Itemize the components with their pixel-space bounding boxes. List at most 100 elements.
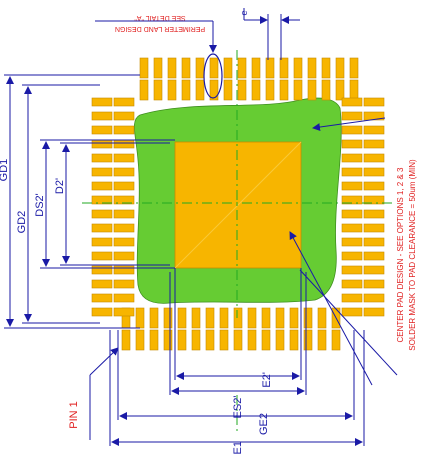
- left-pad: [91, 181, 113, 191]
- top-pad: [321, 57, 331, 79]
- bottom-pad: [191, 329, 201, 351]
- right-pad: [363, 97, 385, 107]
- top-pad-inner: [139, 79, 149, 101]
- top-pad: [307, 57, 317, 79]
- bottom-pad-inner: [135, 307, 145, 329]
- left-pad: [91, 139, 113, 149]
- right-pad-inner: [341, 223, 363, 233]
- right-pad: [363, 139, 385, 149]
- top-pad-inner: [251, 79, 261, 101]
- d2-label: D2': [54, 178, 66, 194]
- right-pad-inner: [341, 167, 363, 177]
- bottom-pad: [135, 329, 145, 351]
- top-pad: [293, 57, 303, 79]
- top-pad: [335, 57, 345, 79]
- perimeter-note-line2: SEE DETAIL "A": [134, 14, 186, 21]
- bottom-pad: [261, 329, 271, 351]
- center-pad-diagonal: [174, 141, 302, 269]
- right-pad: [363, 223, 385, 233]
- solder-mask-leader-top: [312, 117, 386, 131]
- left-pad-inner: [113, 181, 135, 191]
- bottom-pad: [247, 329, 257, 351]
- top-pad-inner: [195, 79, 205, 101]
- top-pad-inner: [167, 79, 177, 101]
- bottom-pad: [275, 329, 285, 351]
- left-pad-inner: [113, 209, 135, 219]
- left-pad-inner: [113, 223, 135, 233]
- right-pad: [363, 237, 385, 247]
- right-pad: [363, 293, 385, 303]
- ds2-label: DS2': [34, 193, 46, 217]
- right-pad: [363, 167, 385, 177]
- bottom-pad-inner: [191, 307, 201, 329]
- left-pad-inner: [113, 307, 135, 317]
- solder-mask-leader-long: [299, 269, 398, 376]
- left-pad: [91, 97, 113, 107]
- center-pad-note-line1: CENTER PAD DESIGN - SEE OPTIONS 1, 2 & 3: [396, 167, 405, 343]
- left-pad: [91, 223, 113, 233]
- pin1-label: PIN 1: [68, 401, 80, 429]
- right-pad: [363, 195, 385, 205]
- top-pad: [279, 57, 289, 79]
- top-pad-inner: [181, 79, 191, 101]
- right-pad-inner: [341, 209, 363, 219]
- top-pad-inner: [153, 79, 163, 101]
- perimeter-note-line1: PERIMETER LAND DESIGN: [115, 25, 205, 32]
- right-pad-column: [341, 97, 385, 317]
- top-pad-row: [139, 57, 359, 101]
- left-pad: [91, 153, 113, 163]
- right-pad-inner: [341, 293, 363, 303]
- right-pad-inner: [341, 307, 363, 317]
- left-pad: [91, 265, 113, 275]
- left-pad-inner: [113, 195, 135, 205]
- right-pad-inner: [341, 195, 363, 205]
- right-pad-inner: [341, 125, 363, 135]
- right-pad-inner: [341, 139, 363, 149]
- top-pad: [139, 57, 149, 79]
- right-pad: [363, 125, 385, 135]
- bottom-pad: [331, 329, 341, 351]
- top-pad: [237, 57, 247, 79]
- right-pad: [363, 181, 385, 191]
- bottom-pad-inner: [289, 307, 299, 329]
- detail-a-oval: [203, 53, 223, 99]
- right-pad-inner: [341, 111, 363, 121]
- top-pad-inner: [265, 79, 275, 101]
- right-pad-inner: [341, 279, 363, 289]
- bottom-pad-inner: [247, 307, 257, 329]
- right-pad: [363, 279, 385, 289]
- top-pad: [209, 57, 219, 79]
- left-pad-inner: [113, 251, 135, 261]
- top-pad: [181, 57, 191, 79]
- center-pad-leader: [289, 231, 373, 386]
- bottom-pad-inner: [303, 307, 313, 329]
- left-pad: [91, 251, 113, 261]
- bottom-pad-inner: [177, 307, 187, 329]
- top-pad-inner: [349, 79, 359, 101]
- left-pad-inner: [113, 167, 135, 177]
- center-pad-note-line2: SOLDER MASK TO PAD CLEARANCE = 50um (MIN…: [408, 159, 417, 351]
- right-pad: [363, 209, 385, 219]
- left-pad-inner: [113, 139, 135, 149]
- perimeter-note: PERIMETER LAND DESIGN SEE DETAIL "A": [115, 14, 205, 32]
- top-pad: [265, 57, 275, 79]
- left-pad: [91, 293, 113, 303]
- es2-label: ES2': [232, 396, 244, 419]
- bottom-pad-inner: [219, 307, 229, 329]
- bottom-pad: [219, 329, 229, 351]
- bottom-pad-inner: [163, 307, 173, 329]
- top-pad-inner: [223, 79, 233, 101]
- right-pad-inner: [341, 237, 363, 247]
- right-pad: [363, 307, 385, 317]
- left-pad: [91, 209, 113, 219]
- right-pad: [363, 265, 385, 275]
- ge2-label: GE2: [258, 413, 270, 435]
- e2-label: E2': [261, 372, 273, 388]
- left-pad-inner: [113, 125, 135, 135]
- right-pad-inner: [341, 153, 363, 163]
- top-pad-inner: [321, 79, 331, 101]
- gd2-label: GD2: [16, 211, 28, 234]
- bottom-pad: [317, 329, 327, 351]
- top-pad-inner: [237, 79, 247, 101]
